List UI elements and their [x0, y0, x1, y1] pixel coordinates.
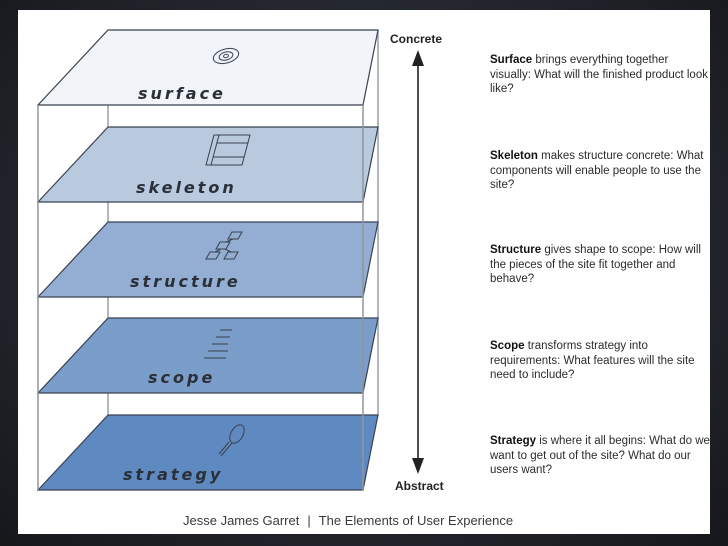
caption-author: Jesse James Garret: [183, 513, 300, 528]
abstract-label: Abstract: [395, 479, 444, 493]
slide: strategy scope s: [18, 10, 710, 534]
flowchart-icon: [205, 231, 243, 260]
scope-description: Scope transforms strategy into requireme…: [490, 339, 710, 383]
concrete-label: Concrete: [390, 32, 442, 46]
caption-separator: |: [307, 513, 311, 528]
structure-text: gives shape to scope: How will the piece…: [490, 244, 701, 285]
layers-diagram: strategy scope s: [36, 29, 444, 493]
scope-term: Scope: [490, 340, 525, 352]
scope-label: scope: [148, 368, 215, 387]
scope-text: transforms strategy into requirements: W…: [490, 340, 695, 381]
structure-term: Structure: [490, 244, 542, 256]
strategy-description: Strategy is where it all begins: What do…: [490, 434, 710, 478]
layer-skeleton: skeleton: [36, 126, 379, 203]
surface-description: Surface brings everything together visua…: [490, 53, 710, 97]
lightbulb-icon: [218, 424, 245, 457]
layer-surface: surface: [36, 29, 379, 106]
skeleton-label: skeleton: [136, 178, 237, 197]
layer-structure: structure: [36, 221, 379, 298]
skeleton-description: Skeleton makes structure concrete: What …: [490, 149, 710, 193]
caption: Jesse James Garret | The Elements of User …: [183, 513, 513, 528]
strategy-label: strategy: [123, 465, 223, 484]
caption-title: The Elements of User Experience: [318, 513, 514, 528]
skeleton-text: makes structure concrete: What component…: [490, 150, 704, 191]
skeleton-term: Skeleton: [490, 150, 538, 162]
concrete-abstract-arrow: [412, 50, 424, 474]
layer-strategy: strategy: [36, 414, 379, 491]
strategy-text: is where it all begins: What do we want …: [490, 435, 710, 476]
wireframe-icon: [205, 134, 251, 166]
list-icon: [204, 329, 232, 359]
surface-term: Surface: [490, 54, 533, 66]
eye-icon: [212, 47, 240, 65]
structure-description: Structure gives shape to scope: How will…: [490, 243, 710, 287]
surface-label: surface: [138, 84, 226, 103]
surface-text: brings everything together visually: Wha…: [490, 54, 708, 95]
strategy-term: Strategy: [490, 435, 537, 447]
structure-label: structure: [130, 272, 241, 291]
layer-scope: scope: [36, 317, 379, 394]
